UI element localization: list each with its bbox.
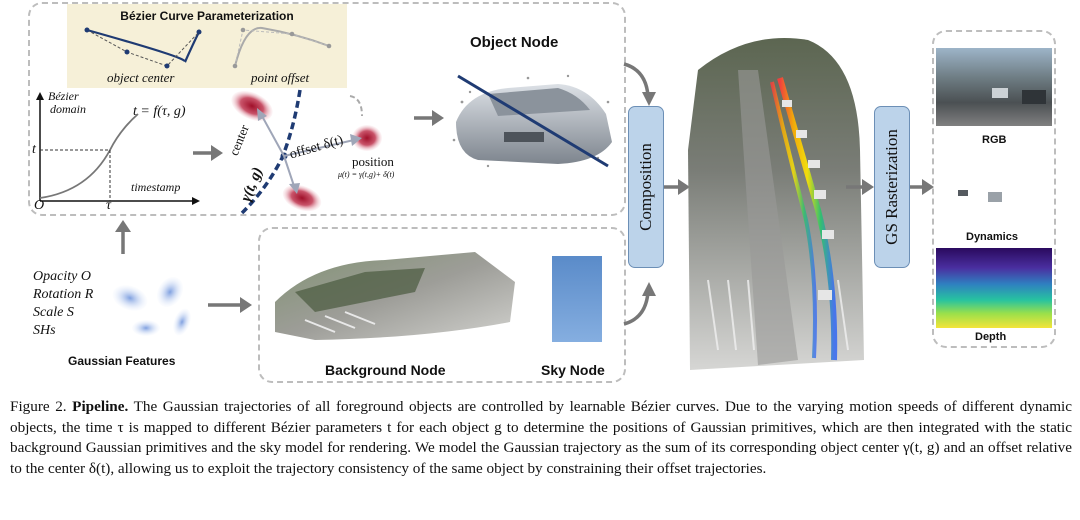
- arrow-up-to-domain: [115, 220, 131, 254]
- rgb-car-1: [992, 88, 1008, 98]
- composition-box: Composition: [628, 106, 664, 268]
- feature-opacity: Opacity O: [33, 269, 91, 284]
- gaussian-features-blobs: [112, 276, 191, 336]
- arrow-to-gaussians: [193, 145, 223, 161]
- background-node-pointcloud: [275, 252, 515, 340]
- equation: t = f(τ, g): [133, 104, 186, 119]
- trajectory-module-frame: [28, 2, 626, 216]
- bezier-panel-title: Bézier Curve Parameterization: [120, 9, 294, 23]
- dynamics-label: Dynamics: [966, 231, 1018, 243]
- origin-label: O: [34, 198, 45, 213]
- outputs-frame: [932, 30, 1056, 348]
- feature-rotation: Rotation R: [33, 287, 94, 302]
- arrow-to-background: [208, 297, 252, 313]
- caption-body: The Gaussian trajectories of all foregro…: [10, 398, 1072, 477]
- dynamics-car-2: [988, 192, 1002, 202]
- caption-prefix: Figure 2.: [10, 398, 73, 415]
- scene-nodes-frame: [258, 227, 626, 383]
- domain-mapping-plot: [36, 92, 200, 205]
- rasterization-label: GS Rasterization: [882, 129, 901, 245]
- tau-tick: τ: [106, 198, 112, 213]
- arrow-to-rasterization: [846, 179, 874, 195]
- gaussian-features-list: Opacity O Rotation R Scale S SHs: [33, 268, 93, 340]
- rgb-label: RGB: [982, 134, 1007, 146]
- y-axis-label-2: domain: [50, 102, 86, 116]
- feature-scale: Scale S: [33, 305, 74, 320]
- arrows-into-composition: [623, 62, 656, 326]
- t-tick: t: [32, 142, 36, 157]
- figure-caption: Figure 2. Pipeline. The Gaussian traject…: [10, 397, 1072, 479]
- composed-scene-pointcloud: [688, 38, 864, 370]
- position-label: position: [352, 154, 394, 169]
- sky-node-panel: [552, 256, 602, 342]
- arrow-to-outputs: [910, 179, 934, 195]
- bezier-panel: Bézier Curve Parameterization object cen…: [67, 4, 347, 88]
- rgb-car-2: [1022, 90, 1046, 104]
- gaussian-trajectory-diagram: [231, 89, 382, 215]
- feature-shs: SHs: [33, 323, 56, 338]
- x-axis-label: timestamp: [131, 180, 181, 194]
- depth-label: Depth: [975, 331, 1007, 343]
- rasterization-box: GS Rasterization: [874, 106, 910, 268]
- dynamics-output-image: [936, 152, 1052, 228]
- arrow-to-scene: [664, 179, 690, 195]
- object-node-car-pointcloud: [452, 74, 612, 168]
- sky-node-title: Sky Node: [541, 362, 605, 378]
- label-object-center: object center: [107, 70, 175, 85]
- object-node-title: Object Node: [470, 34, 559, 51]
- depth-output-image: [936, 248, 1052, 328]
- y-axis-label-1: Bézier: [48, 89, 79, 103]
- bezier-curves-illustration: [84, 26, 332, 69]
- caption-bold: Pipeline.: [72, 398, 129, 415]
- composition-label: Composition: [636, 143, 655, 231]
- dynamics-car-1: [958, 190, 968, 196]
- gaussian-features-title: Gaussian Features: [68, 354, 176, 368]
- position-math: μ(t) = γ(t,g)+ δ(t): [338, 170, 395, 179]
- label-point-offset: point offset: [251, 70, 310, 85]
- arrow-to-object-node: [414, 110, 444, 126]
- rgb-output-image: [936, 48, 1052, 126]
- background-node-title: Background Node: [325, 362, 446, 378]
